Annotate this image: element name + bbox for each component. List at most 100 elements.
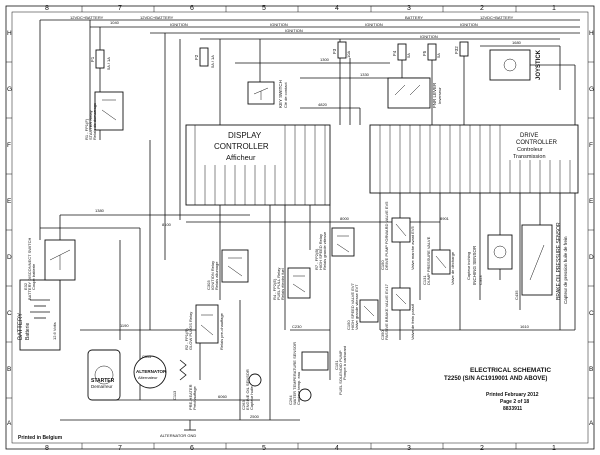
fwd-valve-code: C150 (380, 260, 385, 270)
starter-relay-name: STARTER Relay (88, 110, 93, 140)
col-label: 3 (407, 445, 411, 452)
starter-label-fr: Demarreur (91, 384, 113, 389)
wire-label: 1680 (512, 40, 522, 45)
heater-relay-code: R2 - FP1(R) (184, 328, 189, 350)
col-label: 5 (262, 5, 266, 12)
display-controller: DISPLAY CONTROLLER Afficheur (185, 124, 331, 206)
bus-label: 12VDC+BATTERY (480, 15, 514, 20)
grid-columns-bottom: 8 7 6 5 4 3 2 1 (45, 445, 556, 452)
speed-relay-fr: Relais grande vitesse (322, 231, 327, 270)
ignition-relay-name: IGNITION Relay (210, 261, 215, 290)
alternator: C115 ALTERNATOR Alternateur (133, 354, 167, 389)
col-label: 4 (335, 445, 339, 452)
row-label: F (589, 142, 593, 149)
heater-relay-name: GLOW PLUGS Relay (188, 312, 193, 350)
fuse-f5-value: 5A (436, 53, 441, 58)
drive-title-1: DRIVE (520, 133, 538, 139)
display-pin-ticks (194, 125, 326, 205)
dump-code: C131 (422, 275, 427, 285)
fnr-label-fr: Inverseur (437, 87, 442, 104)
brake-sw-fr: Capteur de pression huile de frein (563, 236, 568, 304)
display-title-2: CONTROLLER (214, 142, 269, 151)
battery-label-fr: Batterie (25, 323, 31, 340)
bus-label: BATTERY (405, 15, 423, 20)
starter-relay-fr: Relais de demarrage (92, 102, 97, 140)
fuse-f1: F1 5A / 1A (90, 49, 111, 70)
passive-fr: Valve de frein passif (410, 303, 415, 340)
row-label: H (7, 30, 12, 37)
wire-label: 1040 (110, 20, 120, 25)
oil-sensor-name: ENGINE OIL SENSOR (245, 369, 250, 410)
fuse-f4-label: F4 (392, 50, 397, 56)
starter-motor: STARTER Demarreur (87, 349, 121, 401)
pre-heater-fr: Préchauffage (192, 386, 197, 410)
starter-relay-code: R1 - FP1(F) (84, 118, 89, 140)
col-label: 8 (45, 445, 49, 452)
bus-label: IGNITION (285, 28, 303, 33)
row-label: A (7, 420, 12, 427)
speed-relay-name: HIGH SPEED Relay (318, 234, 323, 270)
temp-sensor-code: C264 (288, 395, 293, 405)
isolator-fr: Coupe batterie (31, 263, 36, 290)
row-label: H (589, 30, 594, 37)
row-label: D (589, 254, 594, 261)
wire-label: 1330 (360, 72, 370, 77)
row-label: C (7, 310, 12, 317)
fuse-f4: F4 5A (392, 43, 411, 61)
heater-relay-fr: Relais pre-chauffage (219, 312, 224, 350)
passive-code: C350 (380, 330, 385, 340)
fuse-f2: F2 5A / 1A (194, 47, 215, 68)
alternator-label: ALTERNATOR (136, 369, 167, 374)
col-label: 3 (407, 5, 411, 12)
printed-origin: Printed in Belgium (18, 435, 63, 441)
drive-title-fr: Controleur (517, 147, 543, 153)
inching-code: C353 (478, 275, 483, 285)
col-label: 4 (335, 5, 339, 12)
fuse-f1-value: 5A / 1A (106, 57, 111, 70)
fuel-relay-code: R4 - FP2(E) (272, 278, 277, 300)
wire-label: 1380 (95, 208, 105, 213)
oil-sensor-code: C263 (241, 400, 246, 410)
passive-name: PASSIVE BRAKE VALVE EV17 (384, 283, 389, 340)
fuse-f2-label: F2 (194, 54, 199, 60)
grid-columns-top: 8 7 6 5 4 3 2 1 (45, 5, 556, 12)
col-label: 2 (480, 5, 484, 12)
brake-sw-name: BRAKE OIL PRESSURE SENSOR (556, 222, 562, 300)
grid-rows-right: H G F E D C B A (589, 30, 594, 427)
alternator-ground: ALTERNATOR GND (160, 420, 196, 438)
brake-sw-code: C435 (514, 290, 519, 300)
drive-title-fr-2: Transmission (513, 154, 546, 160)
fnr-lever: FNR LEVER Inverseur (387, 77, 442, 109)
row-label: D (7, 254, 12, 261)
fuse-f3-value: 10A (346, 51, 351, 58)
col-label: 1 (552, 445, 556, 452)
frame-outer (5, 5, 595, 450)
speed-valve: C150 HIGH SPEED VALVE EV7 Valve grande v… (346, 282, 379, 330)
bus-label: IGNITION (365, 22, 383, 27)
bus-label: 12VDC+BATTERY (70, 15, 104, 20)
ignition-relay-code: C303 (206, 280, 211, 290)
left-wiring (39, 20, 300, 421)
power-buses (40, 19, 580, 40)
starter-label: STARTER (91, 378, 115, 384)
grid-ticks (6, 6, 594, 449)
col-label: 7 (118, 445, 122, 452)
drive-controller: DRIVE CONTROLLER Controleur Transmission (369, 124, 579, 194)
row-label: E (589, 198, 594, 205)
title-block: ELECTRICAL SCHEMATIC T2250 (S/N AC191900… (18, 367, 551, 441)
battery-label: BATTERY (18, 313, 24, 340)
pre-heater-code: C113 (172, 390, 177, 400)
row-label: B (7, 366, 11, 373)
wire-label: 2500 (250, 414, 260, 419)
ground-label: ALTERNATOR GND (160, 433, 196, 438)
fuse-f2-value: 5A / 1A (210, 55, 215, 68)
heater-relay: R2 - FP1(R) GLOW PLUGS Relay Relais pre-… (184, 304, 224, 350)
page-number: Page 2 of 18 (500, 399, 529, 405)
display-title-fr: Afficheur (226, 153, 256, 162)
speed-relay-code: R7 - FP2(B) (314, 248, 319, 270)
temp-sensor-fr: Capteur temp. eau (296, 372, 301, 405)
wire-label: 6060 (218, 394, 228, 399)
fuse-f3-label: F3 (332, 48, 337, 54)
fuel-pump-name: FUEL SOLENOID PUMP (338, 350, 343, 395)
